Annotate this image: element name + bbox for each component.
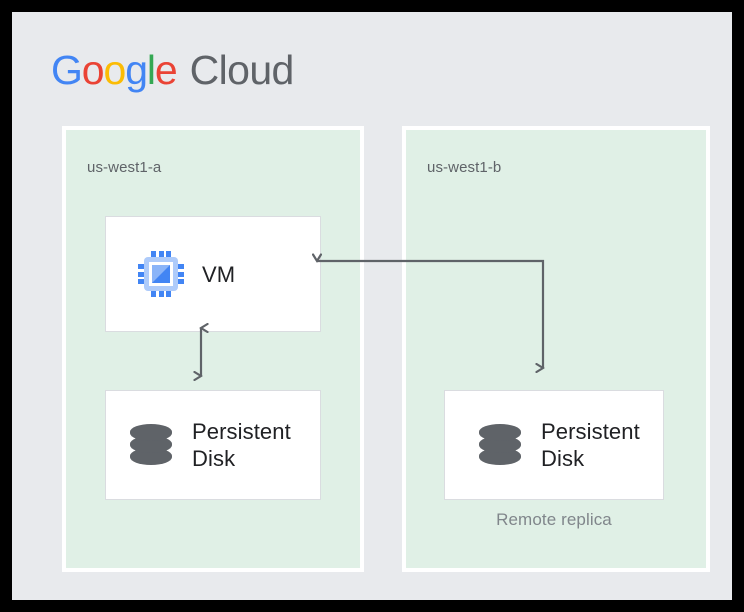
zone-label-us-west1-b: us-west1-b <box>427 159 502 176</box>
zone-panel-us-west1-b: us-west1-b <box>402 126 710 572</box>
node-card-persistent-disk-replica[interactable]: Persistent Disk <box>444 390 664 500</box>
logo-letter-l: l <box>146 47 156 93</box>
node-card-vm[interactable]: VM <box>105 216 321 332</box>
node-card-persistent-disk-primary[interactable]: Persistent Disk <box>105 390 321 500</box>
logo-letter-g2: g <box>125 47 148 93</box>
database-disk-icon <box>128 424 174 466</box>
diagram-canvas: Google Cloud us-west1-a us-west1-b <box>12 12 732 600</box>
logo-letter-g: G <box>51 47 83 93</box>
node-label-persistent-disk-replica: Persistent Disk <box>541 419 640 471</box>
zone-label-us-west1-a: us-west1-a <box>87 159 162 176</box>
logo-letter-o1: o <box>81 47 105 93</box>
cpu-chip-icon <box>138 251 184 297</box>
google-cloud-logo: Google Cloud <box>51 48 294 92</box>
google-wordmark: Google <box>51 47 178 93</box>
logo-letter-e: e <box>154 47 178 93</box>
logo-letter-o2: o <box>103 47 127 93</box>
node-label-vm: VM <box>202 261 236 287</box>
node-label-persistent-disk-primary: Persistent Disk <box>192 419 291 471</box>
database-disk-icon <box>477 424 523 466</box>
caption-remote-replica: Remote replica <box>496 510 612 529</box>
zone-panel-us-west1-a: us-west1-a <box>62 126 364 572</box>
cloud-wordmark: Cloud <box>189 47 295 93</box>
